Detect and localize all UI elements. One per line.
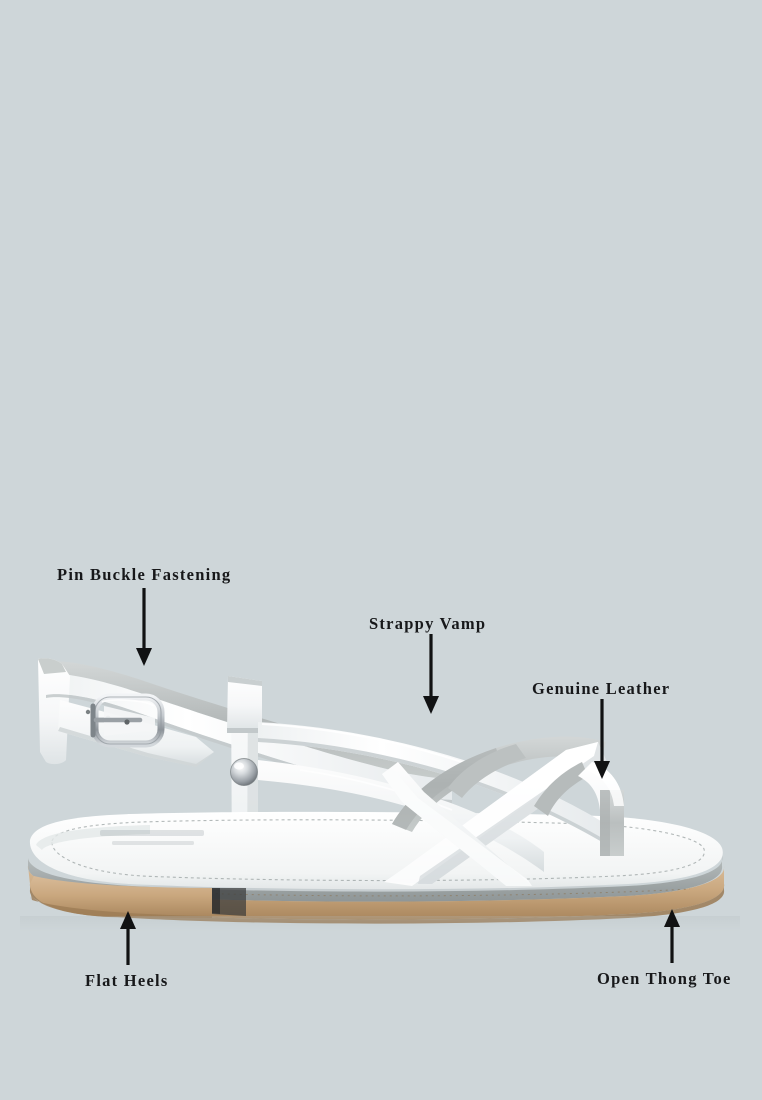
vamp-strap-upper	[258, 722, 612, 848]
dome-stud[interactable]	[230, 758, 258, 786]
suede-underlay	[448, 744, 588, 816]
callout-label-open-thong-toe: Open Thong Toe	[597, 969, 732, 988]
callout-arrow-flat-heels	[120, 911, 136, 965]
callout-label-flat-heels: Flat Heels	[85, 971, 169, 990]
insole-emboss	[100, 830, 204, 845]
callout-arrow-open-thong-toe	[664, 909, 680, 963]
callout-arrow-strappy-vamp	[423, 634, 439, 714]
callout-arrow-genuine-leather	[594, 699, 610, 779]
pin-buckle[interactable]	[90, 693, 165, 748]
callout-arrow-pin-buckle-fastening	[136, 588, 152, 666]
floor-fade	[20, 916, 740, 932]
callout-label-strappy-vamp: Strappy Vamp	[369, 614, 487, 633]
toe-loop	[578, 762, 624, 856]
callout-label-genuine-leather: Genuine Leather	[532, 679, 671, 698]
footbed	[29, 811, 723, 890]
heel-block	[30, 876, 212, 918]
vamp-strap-cross-b	[382, 762, 532, 886]
callout-label-pin-buckle-fastening: Pin Buckle Fastening	[57, 565, 232, 584]
